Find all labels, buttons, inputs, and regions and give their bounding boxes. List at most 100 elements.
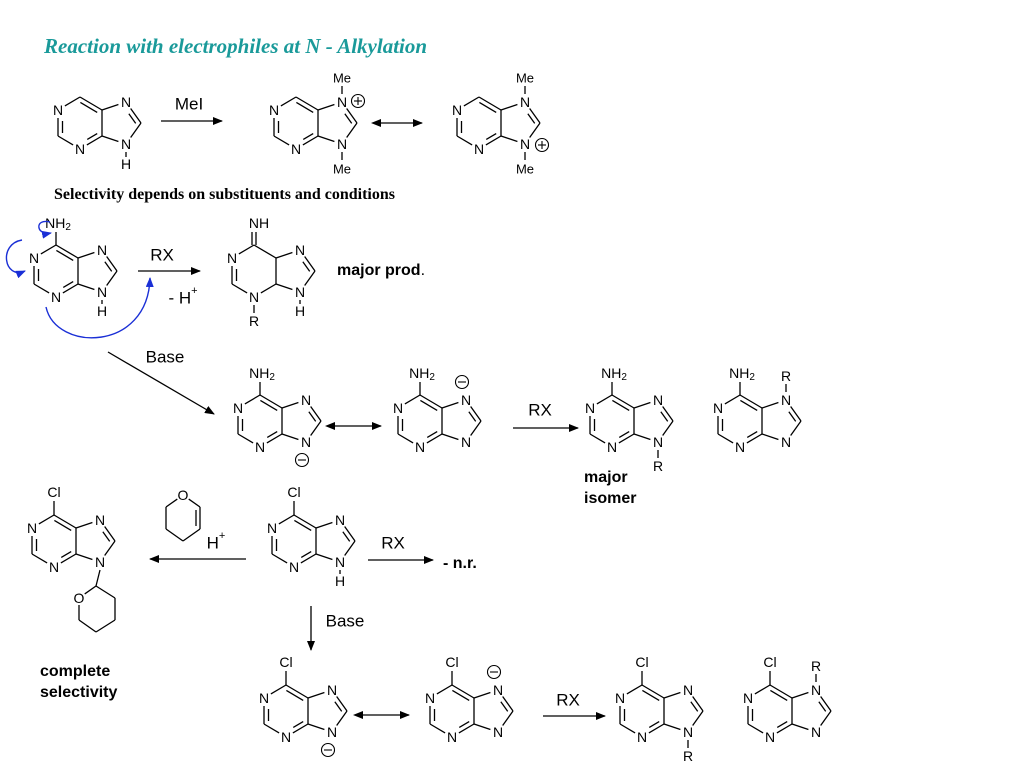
thp-chloropurine-dbond-N3-C4 bbox=[60, 551, 72, 559]
dimethyl-b-me9: Me bbox=[516, 162, 534, 177]
purine-1-bond-N7-C8 bbox=[130, 108, 142, 124]
purine-1-atom-N3: N bbox=[75, 141, 85, 157]
adenine-anion-b-atom-N7: N bbox=[461, 392, 471, 408]
chloropurine-center-bond-C2-N3 bbox=[271, 553, 288, 564]
reagent-mei: MeI bbox=[175, 95, 203, 114]
chloropurine-anion-b-atom-N1: N bbox=[425, 690, 435, 706]
adenine-1-bond-N7-C8 bbox=[106, 256, 118, 272]
n9-adenine-nh2: NH2 bbox=[601, 365, 627, 383]
purine-1-atom-N9: N bbox=[121, 136, 131, 152]
dimethylpurinium-a-bond-N9-C4 bbox=[317, 135, 335, 143]
major-isomer-line2: isomer bbox=[584, 490, 637, 507]
purine-1-atom-N7: N bbox=[121, 94, 131, 110]
n7-alkyl-chloropurine-dbond-N7-C8 bbox=[818, 701, 827, 712]
dimethylpurinium-a-dbond-N3-C4 bbox=[302, 133, 314, 141]
adenine-1-atom-N9: N bbox=[97, 284, 107, 300]
chloropurine-anion-a-bond-C2-N3 bbox=[263, 723, 280, 734]
adenine-anion-b-bond-N9-C4 bbox=[441, 433, 459, 441]
adenine-anion-a-atom-N7: N bbox=[301, 392, 311, 408]
section-subtitle: Selectivity depends on substituents and … bbox=[54, 186, 395, 203]
thp-chloropurine-dbond-C5-C6 bbox=[54, 519, 72, 531]
dimethylpurinium-b-atom-N3: N bbox=[474, 141, 484, 157]
dimethylpurinium-a-atom-N9: N bbox=[337, 136, 347, 152]
dimethylpurinium-a-atom-N1: N bbox=[269, 102, 279, 118]
n9-alkyl-adenine-bond-C5-N7 bbox=[633, 401, 651, 409]
chloropurine-anion-a-bond-C6-N1 bbox=[270, 684, 287, 695]
dimethylpurinium-b-bond-C5-N7 bbox=[500, 103, 518, 111]
chloropurine-anion-a-atom-N9: N bbox=[327, 724, 337, 740]
adenine-anion-a-dbond-N7-C8 bbox=[308, 411, 317, 422]
n7-adenine-r: R bbox=[781, 368, 791, 384]
adenine-anion-a-bond-N7-C8 bbox=[310, 406, 322, 422]
n9-alkyl-chloropurine-bond-N9-C4 bbox=[663, 723, 681, 731]
reagent-base-2: Base bbox=[326, 612, 365, 631]
purine-1-bond-C6-N1 bbox=[64, 96, 81, 107]
purine-1-h9: H bbox=[121, 156, 131, 172]
thp-oxygen: O bbox=[74, 590, 85, 606]
dimethylpurinium-b-bond-C6-N1 bbox=[463, 96, 480, 107]
dimethylpurinium-b-bond-N3-C4 bbox=[485, 135, 502, 146]
n3-alkyl-adenine-bond-N3-C4 bbox=[260, 283, 277, 294]
n7-alkyl-chloropurine-bond-C2-N3 bbox=[747, 723, 764, 734]
adenine-1-nh2: NH2 bbox=[45, 215, 71, 233]
adenine-anion-a-bond-C6-N1 bbox=[244, 394, 261, 405]
n7-alkyl-chloropurine-atom-N7: N bbox=[811, 682, 821, 698]
adenine-1-bond-N3-C4 bbox=[62, 283, 79, 294]
chloropurine-anion-b-bond-N7-C8 bbox=[502, 696, 514, 712]
chloropurine-anion-a-atom-N7: N bbox=[327, 682, 337, 698]
chloropurine-anion-a-bond-C5-C6 bbox=[285, 684, 309, 699]
chloropurine-anion-b-atom-N7: N bbox=[493, 682, 503, 698]
cl-anion-b-cl: Cl bbox=[445, 654, 458, 670]
adenine-anion-a-bond-C2-N3 bbox=[237, 433, 254, 444]
arrow-base-adenine bbox=[107, 351, 215, 415]
cl-anion-a-cl: Cl bbox=[279, 654, 292, 670]
adenine-anion-b-charge bbox=[454, 374, 470, 390]
dimethylpurinium-b-atom-N1: N bbox=[452, 102, 462, 118]
adenine-anion-b-atom-N3: N bbox=[415, 439, 425, 455]
n7-alkyl-adenine-bond-C5-N7 bbox=[761, 401, 779, 409]
n7-alkyl-adenine-bond-C6-N1 bbox=[724, 394, 741, 405]
n7-alkyl-chloropurine-bond-C6-N1 bbox=[754, 684, 771, 695]
chloropurine-center-dbond-C5-C6 bbox=[294, 519, 312, 531]
dimethylpurinium-a-bond-N7-C8 bbox=[346, 108, 358, 124]
n3-alkyl-adenine-bond-C6-N1 bbox=[238, 244, 255, 255]
dimethylpurinium-b-bond-C2-N3 bbox=[456, 135, 473, 146]
n3-alkyl-adenine-bond-C2-N3 bbox=[231, 283, 248, 294]
dimethylpurinium-b-bond-C8-N9 bbox=[529, 122, 541, 138]
thp-chloropurine-atom-N1: N bbox=[27, 520, 37, 536]
dimethylpurinium-a-bond-C5-C6 bbox=[295, 96, 319, 111]
thp-n9-bond bbox=[95, 569, 101, 587]
n9-alkyl-adenine-atom-N9: N bbox=[653, 434, 663, 450]
n9-adenine-r: R bbox=[653, 458, 663, 474]
n9-alkyl-chloropurine-bond-C2-N3 bbox=[619, 723, 636, 734]
n7-cl-r: R bbox=[811, 658, 821, 674]
purine-1-bond-N3-C4 bbox=[86, 135, 103, 146]
n3-alkyl-adenine-dbond-N7-C8 bbox=[302, 261, 311, 272]
purine-1-dbond-N7-C8 bbox=[128, 113, 137, 124]
adenine-anion-b-nh2: NH2 bbox=[409, 365, 435, 383]
thp-chloropurine-dbond-N7-C8 bbox=[102, 531, 111, 542]
adenine-anion-b-atom-N9: N bbox=[461, 434, 471, 450]
adenine-1-bond-C6-N1 bbox=[40, 244, 57, 255]
chloropurine-anion-b-bond-N9-C4 bbox=[473, 723, 491, 731]
purine-1-dbond-C5-C6 bbox=[80, 101, 98, 113]
n9-alkyl-adenine-bond-N7-C8 bbox=[662, 406, 674, 422]
adenine-anion-b-dbond-N7-C8 bbox=[468, 411, 477, 422]
n9-alkyl-adenine-dbond-N3-C4 bbox=[618, 431, 630, 439]
purine-1-bond-C5-N7 bbox=[101, 103, 119, 111]
adenine-anion-b-bond-C5-N7 bbox=[441, 401, 459, 409]
no-reaction-label: - n.r. bbox=[443, 555, 477, 572]
adenine-anion-b-dbond-N3-C4 bbox=[426, 431, 438, 439]
n7-alkyl-adenine-bond-N3-C4 bbox=[746, 433, 763, 444]
chloropurine-center-cl: Cl bbox=[287, 484, 300, 500]
n9-alkyl-chloropurine-bond-C5-C6 bbox=[641, 684, 665, 699]
adenine-anion-b-atom-N1: N bbox=[393, 400, 403, 416]
reagent-rx-2: RX bbox=[528, 401, 552, 420]
n7-adenine-nh2: NH2 bbox=[729, 365, 755, 383]
curved-arrow-n1 bbox=[5, 239, 26, 279]
n9-alkyl-chloropurine-atom-N7: N bbox=[683, 682, 693, 698]
n3-alkyl-adenine-atom-N7: N bbox=[295, 242, 305, 258]
dimethyl-a-charge bbox=[350, 93, 366, 109]
adenine-anion-a-atom-N9: N bbox=[301, 434, 311, 450]
n9-alkyl-adenine-atom-N7: N bbox=[653, 392, 663, 408]
